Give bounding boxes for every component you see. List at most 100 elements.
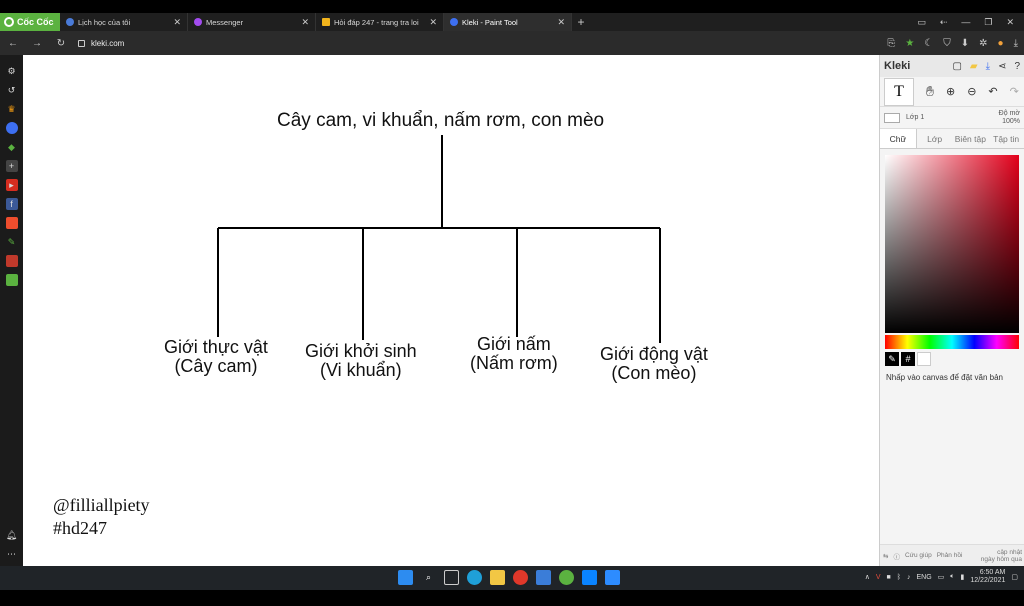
- store-icon[interactable]: [536, 570, 551, 585]
- tab-text[interactable]: Chữ: [880, 129, 917, 148]
- close-window-icon[interactable]: ✕: [1006, 16, 1014, 27]
- download-icon[interactable]: ⤓: [1013, 37, 1018, 49]
- download-box-icon[interactable]: ⬇: [960, 37, 970, 49]
- close-icon[interactable]: ✕: [301, 16, 309, 27]
- task-view-icon[interactable]: [444, 570, 459, 585]
- moon-icon[interactable]: ☾: [924, 37, 934, 49]
- tab-lich-hoc[interactable]: Lịch học của tôi ✕: [60, 13, 188, 31]
- folder-icon[interactable]: ▰: [969, 60, 978, 72]
- child-example: (Cây cam): [174, 356, 258, 376]
- network-icon[interactable]: ▭: [937, 574, 945, 581]
- folder-icon[interactable]: [490, 570, 505, 585]
- bluetooth-icon[interactable]: ᛒ: [896, 573, 901, 581]
- help-circle-icon[interactable]: ⓘ: [893, 553, 900, 561]
- facebook-icon[interactable]: f: [5, 198, 18, 210]
- download-icon[interactable]: ⤓: [985, 60, 991, 72]
- windows-start-icon[interactable]: [398, 570, 413, 585]
- share-icon[interactable]: ⋖: [998, 60, 1007, 72]
- language-indicator[interactable]: ENG: [916, 573, 932, 581]
- tab-file[interactable]: Tập tin: [993, 133, 1020, 144]
- close-icon[interactable]: ✕: [557, 16, 565, 27]
- gamepad-icon[interactable]: ◆: [8, 141, 15, 152]
- mic-icon[interactable]: ♪: [906, 573, 911, 581]
- secondary-color-swatch[interactable]: [917, 352, 931, 366]
- minimize-icon[interactable]: —: [961, 17, 971, 27]
- child-title: Giới thực vật: [164, 337, 268, 357]
- edge-icon[interactable]: [467, 570, 482, 585]
- history-icon[interactable]: ↺: [7, 84, 16, 95]
- zalo-icon[interactable]: [582, 570, 597, 585]
- shield-icon[interactable]: ⛉: [943, 37, 951, 49]
- crown-icon[interactable]: ♛: [7, 103, 16, 114]
- tab-hoidap247[interactable]: Hỏi đáp 247 - trang tra loi ✕: [316, 13, 444, 31]
- search-icon[interactable]: ⌕: [425, 572, 432, 582]
- zoom-in-icon[interactable]: ⊕: [945, 86, 956, 98]
- eyedropper-icon[interactable]: ✎: [885, 352, 899, 366]
- new-file-icon[interactable]: ▢: [952, 60, 962, 72]
- close-icon[interactable]: ✕: [429, 16, 437, 27]
- settings-icon[interactable]: ⚙: [7, 65, 16, 76]
- bell-icon[interactable]: 🔔︎: [5, 529, 18, 540]
- swap-icon[interactable]: ⇆: [883, 552, 889, 560]
- url-field[interactable]: kleki.com: [78, 34, 877, 52]
- layer-name: Lớp 1: [906, 114, 925, 121]
- tab-title: Kleki - Paint Tool: [462, 17, 518, 27]
- link-icon[interactable]: ✎: [7, 236, 16, 247]
- zoom-out-icon[interactable]: ⊖: [967, 86, 977, 98]
- restore-icon[interactable]: ❐: [984, 16, 993, 27]
- diagram-lines: [217, 135, 661, 343]
- new-tab-button[interactable]: +: [577, 15, 585, 29]
- windows-taskbar: ⌕ ∧ V ■ ᛒ ♪ ENG ▭ 🔈︎ ▮ 6:50 AM 12/22/202…: [0, 566, 1024, 590]
- star-icon[interactable]: ★: [905, 37, 915, 49]
- tab-edit[interactable]: Biên tập: [954, 133, 986, 144]
- color-picker[interactable]: [885, 155, 1019, 333]
- add-icon[interactable]: +: [5, 160, 18, 172]
- tab-messenger[interactable]: Messenger ✕: [188, 13, 316, 31]
- cast-icon[interactable]: ▭: [917, 16, 926, 27]
- undo-icon[interactable]: ↶: [988, 86, 998, 98]
- redo-icon[interactable]: ↷: [1009, 86, 1019, 98]
- notification-icon[interactable]: ▢: [1011, 574, 1018, 581]
- chrome-icon[interactable]: [513, 570, 528, 585]
- back-window-icon[interactable]: ⇠: [939, 16, 948, 27]
- drawing-canvas[interactable]: Cây cam, vi khuẩn, nấm rơm, con mèo Giới…: [23, 55, 879, 566]
- help-link[interactable]: Cứu giúp: [904, 552, 932, 559]
- messenger-icon[interactable]: [5, 122, 18, 134]
- signature-handle: @filliallpiety: [53, 495, 150, 515]
- kleki-icon: [450, 18, 458, 26]
- youtube-icon[interactable]: ▸: [5, 179, 18, 191]
- more-icon[interactable]: ⋯: [7, 548, 16, 559]
- tray-app-icon-2[interactable]: ■: [886, 573, 891, 581]
- text-tool-button[interactable]: T: [884, 77, 914, 106]
- tab-kleki[interactable]: Kleki - Paint Tool ✕: [444, 13, 572, 31]
- hand-icon[interactable]: ✋︎: [926, 83, 934, 99]
- tray-app-icon[interactable]: V: [875, 573, 881, 581]
- close-icon[interactable]: ✕: [173, 16, 181, 27]
- help-icon[interactable]: ?: [1014, 60, 1020, 72]
- update-line1: cập nhật: [997, 548, 1022, 556]
- clock[interactable]: 6:50 AM 12/22/2021: [970, 569, 1005, 585]
- browser-logo[interactable]: Cốc Cốc: [0, 13, 60, 31]
- layer-row[interactable]: Lớp 1 Độ mờ 100%: [880, 107, 1024, 129]
- back-arrow-icon[interactable]: ←: [8, 37, 18, 49]
- hex-button[interactable]: #: [901, 352, 915, 366]
- extensions-icon[interactable]: ✲: [979, 37, 988, 49]
- child-example: (Vi khuẩn): [319, 360, 402, 380]
- hue-slider[interactable]: [885, 335, 1019, 349]
- feedback-link[interactable]: Phản hồi: [936, 552, 963, 559]
- messenger-icon: [194, 18, 202, 26]
- reload-icon[interactable]: ↻: [56, 37, 66, 49]
- child-example: (Con mèo): [611, 363, 697, 383]
- profile-icon[interactable]: ●: [997, 37, 1004, 49]
- shopping-icon[interactable]: [5, 217, 18, 229]
- tab-layers[interactable]: Lớp: [927, 133, 943, 144]
- chevron-up-icon[interactable]: ∧: [864, 574, 870, 581]
- zoom-icon[interactable]: [605, 570, 620, 585]
- translate-icon[interactable]: ⎘: [887, 37, 896, 49]
- forward-arrow-icon[interactable]: →: [32, 37, 42, 49]
- news-icon[interactable]: [5, 255, 18, 267]
- battery-icon[interactable]: ▮: [960, 574, 965, 581]
- coccoc-icon[interactable]: [559, 570, 574, 585]
- grid-icon[interactable]: [5, 274, 18, 286]
- volume-icon[interactable]: 🔈︎: [950, 573, 955, 580]
